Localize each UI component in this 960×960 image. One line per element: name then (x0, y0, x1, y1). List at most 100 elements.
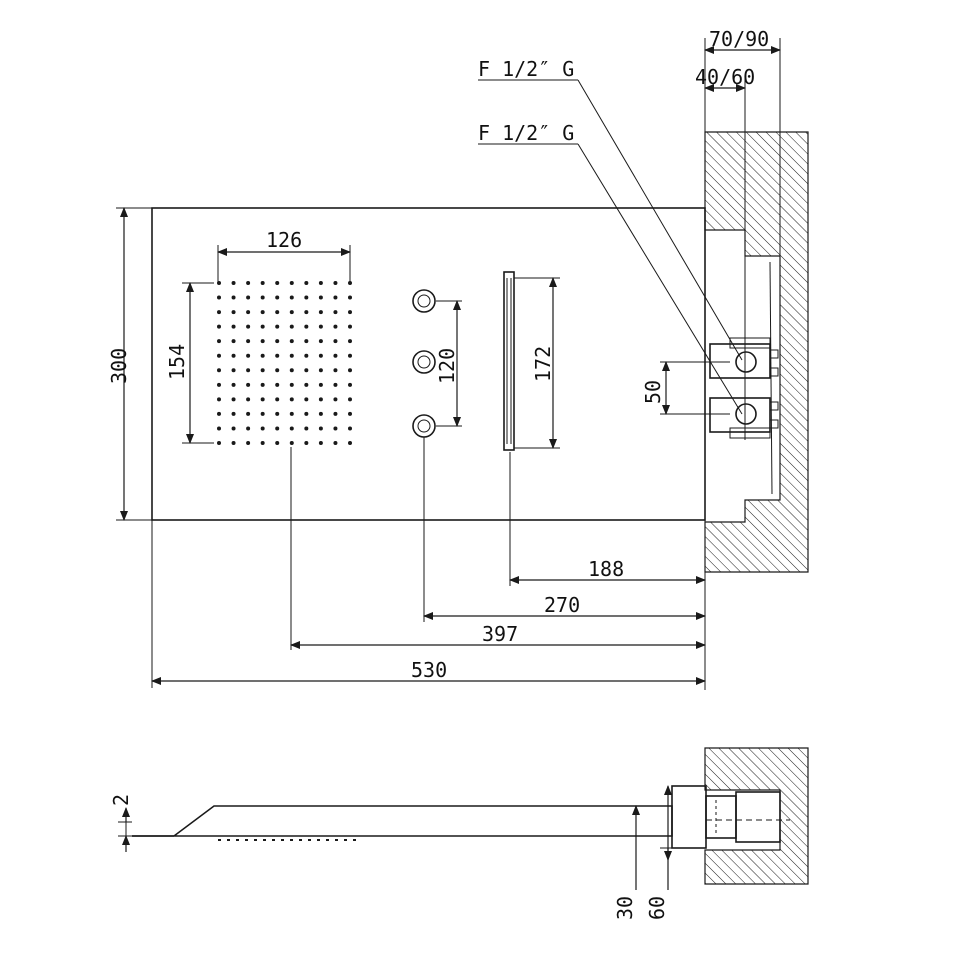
dim-horizontal (151, 437, 706, 690)
nozzle-dot (289, 441, 294, 445)
dim-depth-outer-label: 70/90 (709, 27, 769, 51)
nozzle-dot (275, 368, 280, 373)
dim-panel-height (116, 207, 152, 521)
dim-lip-label: 2 (109, 794, 133, 806)
nozzle-dot (348, 411, 352, 416)
nozzle-dot (318, 281, 323, 285)
nozzle-dot (231, 411, 236, 416)
nozzle-dot (217, 324, 221, 329)
thread-label-bottom: F 1/2″ G (478, 121, 574, 145)
nozzle-dot (260, 324, 265, 329)
nozzle-dot (289, 397, 294, 402)
nozzle-dot (348, 310, 352, 315)
nozzle-dot (275, 324, 280, 329)
nozzle-dot (231, 324, 236, 329)
nozzle-dot (289, 353, 294, 358)
nozzle-dot (333, 411, 338, 416)
nozzle-dot (289, 310, 294, 315)
nozzle-dot (333, 441, 338, 445)
dim-jets-distance-label: 270 (544, 593, 580, 617)
wall-connector (671, 785, 790, 849)
dim-inlet-spacing-label: 50 (641, 380, 665, 404)
nozzle-dot (289, 411, 294, 416)
nozzle-dot (304, 441, 309, 445)
nozzle-dot (333, 295, 338, 300)
panel-outline (151, 207, 706, 521)
nozzle-dot (304, 324, 309, 329)
nozzle-dot (217, 382, 221, 387)
wall-hatch-front (704, 131, 809, 573)
side-view: 2 30 60 (109, 747, 809, 920)
dim-depth (704, 38, 781, 440)
nozzle-dot (304, 295, 309, 300)
nozzle-dot (231, 281, 236, 285)
nozzle-dot (275, 295, 280, 300)
waterfall-outlet (503, 271, 515, 451)
nozzle-dot (231, 295, 236, 300)
dim-panel-width-label: 530 (411, 658, 447, 682)
dim-rain-distance-label: 397 (482, 622, 518, 646)
dim-rain-width (217, 245, 351, 282)
nozzle-dot (246, 295, 251, 300)
body-jet-top (412, 289, 436, 313)
nozzle-dot (348, 324, 352, 329)
dim-rain-height (182, 282, 214, 444)
dim-panel-height-label: 300 (107, 348, 131, 384)
nozzle-dot (260, 441, 265, 445)
nozzle-dot (318, 353, 323, 358)
nozzle-dot (260, 411, 265, 416)
nozzle-dot (289, 382, 294, 387)
nozzle-dot (231, 368, 236, 373)
nozzle-dot (231, 310, 236, 315)
nozzle-dot (275, 397, 280, 402)
nozzle-dot (348, 368, 352, 373)
nozzle-dot (289, 324, 294, 329)
nozzle-dot (333, 382, 338, 387)
nozzle-dot (333, 310, 338, 315)
nozzle-dot (260, 281, 265, 285)
nozzle-dot (246, 382, 251, 387)
nozzle-dot (318, 368, 323, 373)
nozzle-dot (275, 441, 280, 445)
nozzle-dot (304, 382, 309, 387)
nozzle-dot (289, 426, 294, 431)
nozzle-dot (333, 353, 338, 358)
nozzle-dot (304, 353, 309, 358)
nozzle-dot (275, 353, 280, 358)
nozzle-dot (304, 397, 309, 402)
nozzle-dot (260, 426, 265, 431)
nozzle-dot (260, 368, 265, 373)
nozzle-dot (333, 426, 338, 431)
dim-inlet-spacing (660, 361, 730, 415)
nozzle-dot (246, 339, 251, 344)
dim-side-offset-label: 60 (645, 896, 669, 920)
nozzle-dot (289, 281, 294, 285)
nozzle-dot (318, 411, 323, 416)
nozzle-dot (348, 382, 352, 387)
nozzle-dot (333, 397, 338, 402)
nozzle-dot (217, 426, 221, 431)
nozzle-dot (275, 310, 280, 315)
nozzle-dot (246, 324, 251, 329)
nozzle-dot (260, 397, 265, 402)
nozzle-dot (318, 339, 323, 344)
nozzle-dot (304, 310, 309, 315)
nozzle-dot (217, 353, 221, 358)
nozzle-dot (348, 281, 352, 285)
nozzle-dot (289, 295, 294, 300)
nozzle-dot (231, 426, 236, 431)
nozzle-dot (275, 426, 280, 431)
nozzle-dot (231, 397, 236, 402)
nozzle-dot (260, 382, 265, 387)
nozzle-dot (260, 295, 265, 300)
nozzle-dot (260, 310, 265, 315)
dim-side-vertical (632, 785, 676, 890)
nozzle-dot (246, 426, 251, 431)
nozzle-dot (275, 382, 280, 387)
nozzle-dot (333, 368, 338, 373)
nozzle-dot (217, 411, 221, 416)
panel-profile (132, 805, 673, 841)
nozzle-dot (231, 441, 236, 445)
rain-head-grid (217, 281, 352, 445)
